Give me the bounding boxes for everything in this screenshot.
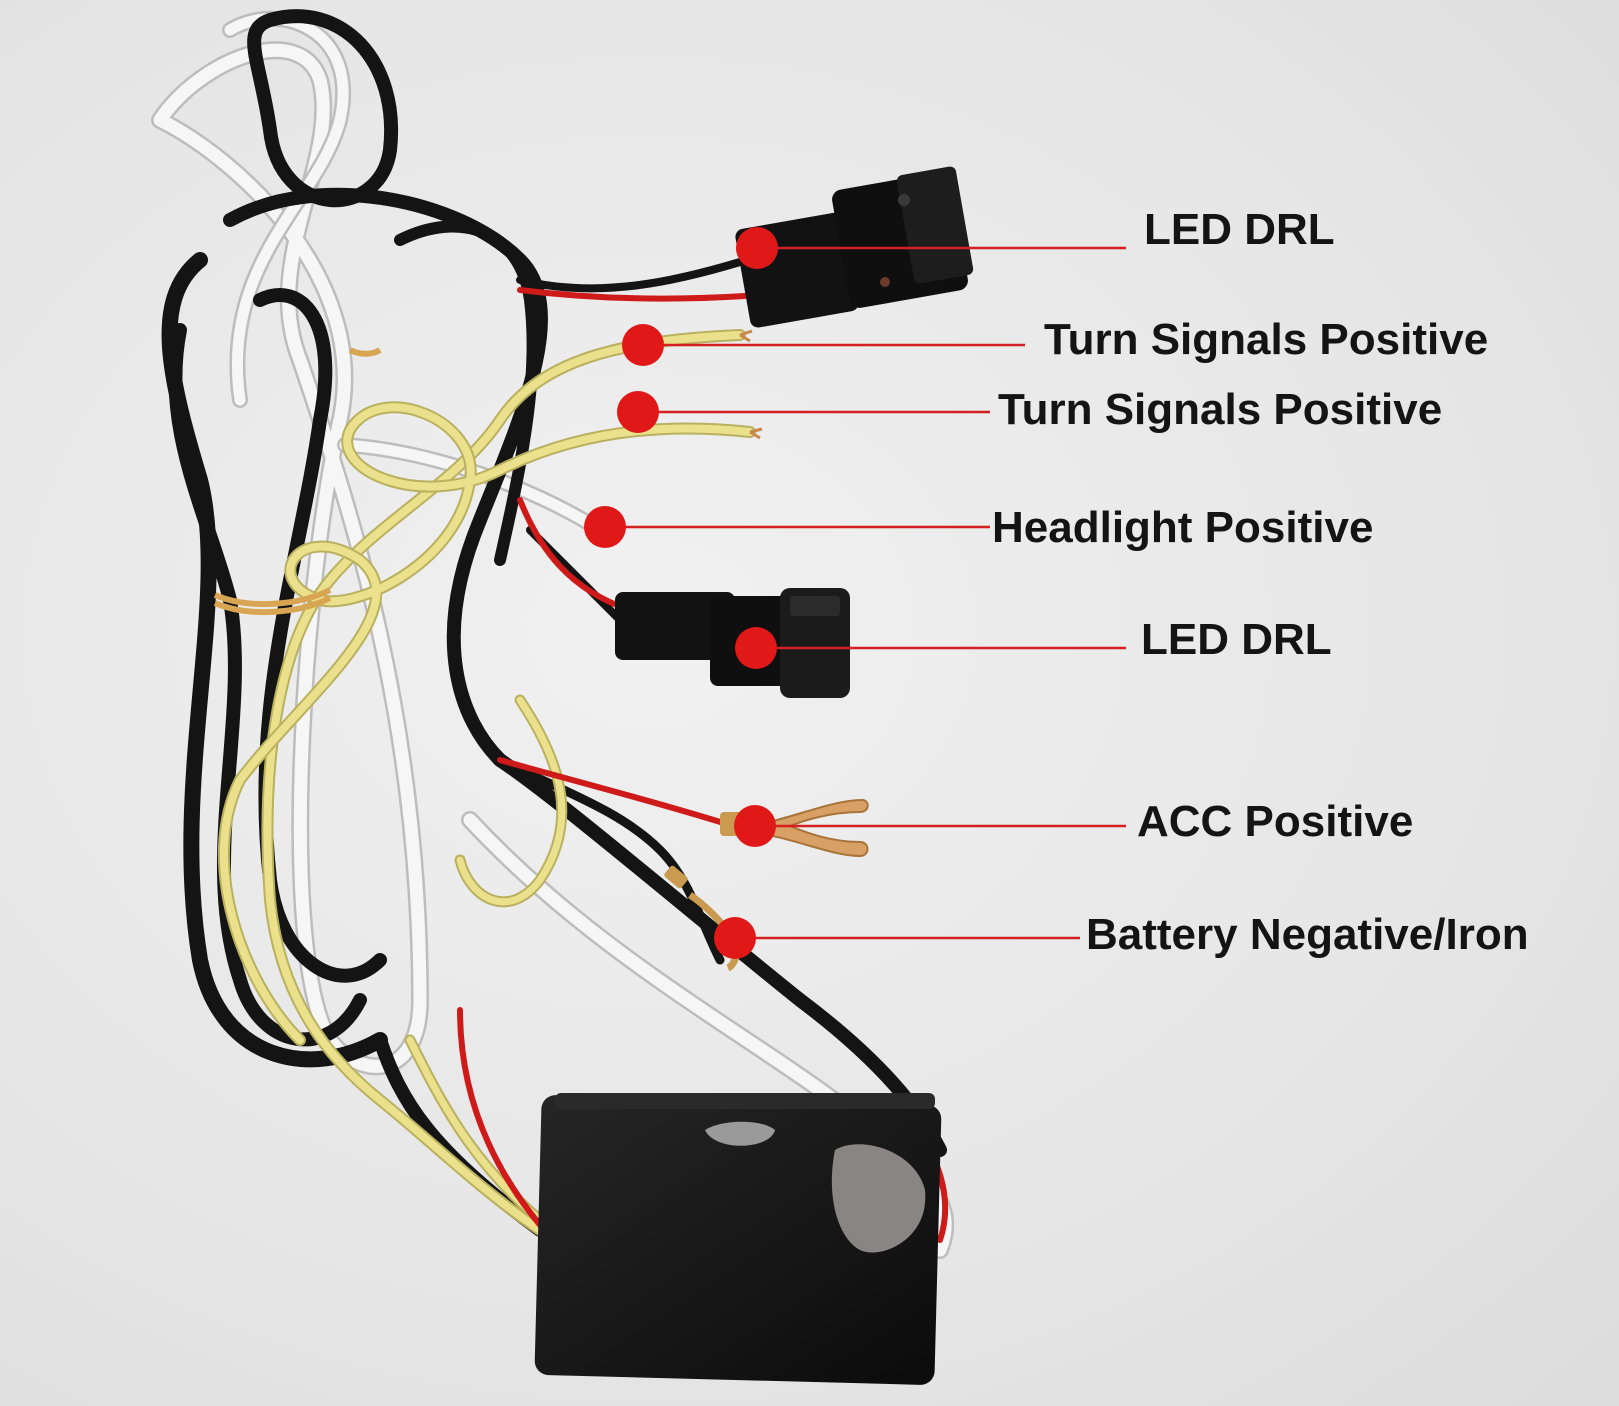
yellow-wire-bundle xyxy=(217,329,756,1236)
callout-turn-signals-positive-upper: Turn Signals Positive xyxy=(1044,315,1489,364)
callout-acc-positive: ACC Positive xyxy=(1137,797,1414,846)
red-dot-marker-icon xyxy=(714,917,756,959)
callout-battery-negative-iron: Battery Negative/Iron xyxy=(1086,910,1529,959)
rubber-band xyxy=(213,347,382,616)
callout-lines xyxy=(605,246,1126,940)
red-dot-marker-icon xyxy=(734,805,776,847)
red-wire-bundle xyxy=(457,287,949,1243)
red-dot-marker-icon xyxy=(736,227,778,269)
upper-connector xyxy=(735,166,974,328)
red-dot-marker-icon xyxy=(584,506,626,548)
callout-led-drl-lower: LED DRL xyxy=(1141,615,1332,664)
lower-connector xyxy=(615,588,850,698)
callout-led-drl-upper: LED DRL xyxy=(1144,205,1335,254)
red-dot-marker-icon xyxy=(617,391,659,433)
callout-headlight-positive: Headlight Positive xyxy=(992,503,1374,552)
red-dot-marker-icon xyxy=(735,627,777,669)
control-box xyxy=(534,1093,942,1385)
red-dot-marker-icon xyxy=(622,324,664,366)
callout-turn-signals-positive-lower: Turn Signals Positive xyxy=(998,385,1443,434)
